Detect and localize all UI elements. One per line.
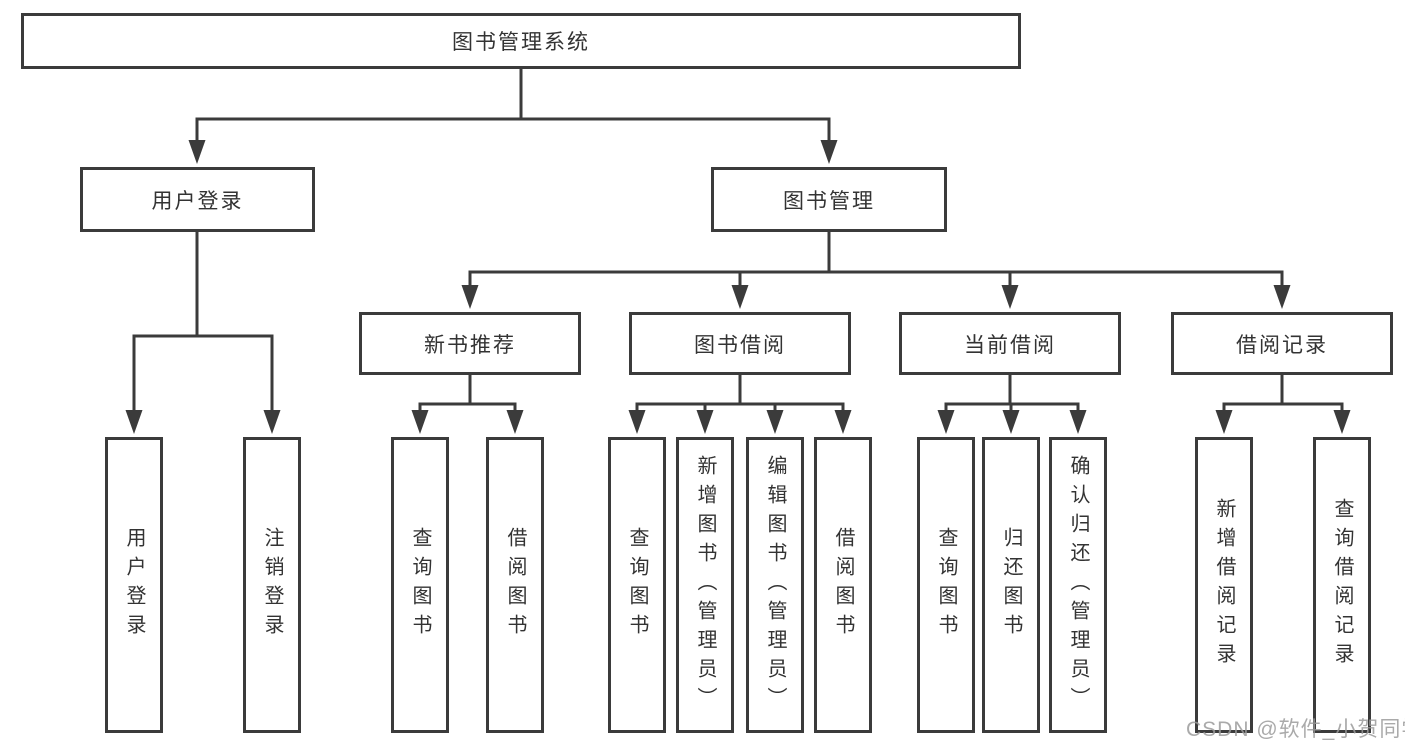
node-book-borrow: 图书借阅 [629, 312, 851, 375]
leaf-logout-login: 注销登录 [243, 437, 301, 733]
leaf-confirm-return-admin-label: 确认归还（管理员） [1067, 454, 1089, 716]
node-new-book-recommend-label: 新书推荐 [424, 333, 516, 357]
node-user-login: 用户登录 [80, 167, 315, 232]
leaf-query-borrow-record: 查询借阅记录 [1313, 437, 1371, 733]
leaf-recommend-borrow-books-label: 借阅图书 [504, 527, 526, 643]
connector-user-login-to-leaves [125, 230, 281, 434]
leaf-logout-login-label: 注销登录 [261, 527, 283, 643]
leaf-add-borrow-record-label: 新增借阅记录 [1213, 498, 1235, 672]
node-borrow-records-label: 借阅记录 [1236, 333, 1328, 357]
leaf-recommend-query-books: 查询图书 [391, 437, 449, 733]
leaf-query-borrow-record-label: 查询借阅记录 [1331, 498, 1353, 672]
leaf-return-books: 归还图书 [982, 437, 1040, 733]
leaf-current-query-books: 查询图书 [917, 437, 975, 733]
node-user-login-label: 用户登录 [151, 189, 244, 213]
connector-current-borrow-to-leaves [937, 373, 1087, 434]
connector-new-book-recommend-to-leaves [411, 373, 524, 434]
node-new-book-recommend: 新书推荐 [359, 312, 581, 375]
node-library-system: 图书管理系统 [21, 13, 1021, 69]
node-book-management: 图书管理 [711, 167, 947, 232]
leaf-add-borrow-record: 新增借阅记录 [1195, 437, 1253, 733]
csdn-watermark: CSDN @软件_小贺同学 [1186, 718, 1405, 741]
node-current-borrow: 当前借阅 [899, 312, 1121, 375]
leaf-confirm-return-admin: 确认归还（管理员） [1049, 437, 1107, 733]
node-current-borrow-label: 当前借阅 [964, 333, 1056, 357]
node-borrow-records: 借阅记录 [1171, 312, 1393, 375]
leaf-return-books-label: 归还图书 [1000, 527, 1022, 643]
connector-root-to-level2 [188, 67, 838, 164]
node-library-system-label: 图书管理系统 [452, 31, 590, 54]
leaf-add-book-admin: 新增图书（管理员） [676, 437, 734, 733]
connector-borrow-records-to-leaves [1215, 373, 1351, 434]
node-book-management-label: 图书管理 [783, 189, 875, 213]
node-book-borrow-label: 图书借阅 [694, 333, 786, 357]
leaf-borrow-books-label: 借阅图书 [832, 527, 854, 643]
leaf-edit-book-admin: 编辑图书（管理员） [746, 437, 804, 733]
connector-book-borrow-to-leaves [628, 373, 852, 434]
leaf-borrow-query-books-label: 查询图书 [626, 527, 648, 643]
connector-book-mgmt-to-modules [461, 230, 1291, 309]
leaf-user-login-label: 用户登录 [123, 527, 145, 643]
leaf-borrow-query-books: 查询图书 [608, 437, 666, 733]
leaf-recommend-query-books-label: 查询图书 [409, 527, 431, 643]
leaf-edit-book-admin-label: 编辑图书（管理员） [764, 454, 786, 716]
leaf-borrow-books: 借阅图书 [814, 437, 872, 733]
leaf-user-login: 用户登录 [105, 437, 163, 733]
leaf-recommend-borrow-books: 借阅图书 [486, 437, 544, 733]
leaf-current-query-books-label: 查询图书 [935, 527, 957, 643]
leaf-add-book-admin-label: 新增图书（管理员） [694, 454, 716, 716]
